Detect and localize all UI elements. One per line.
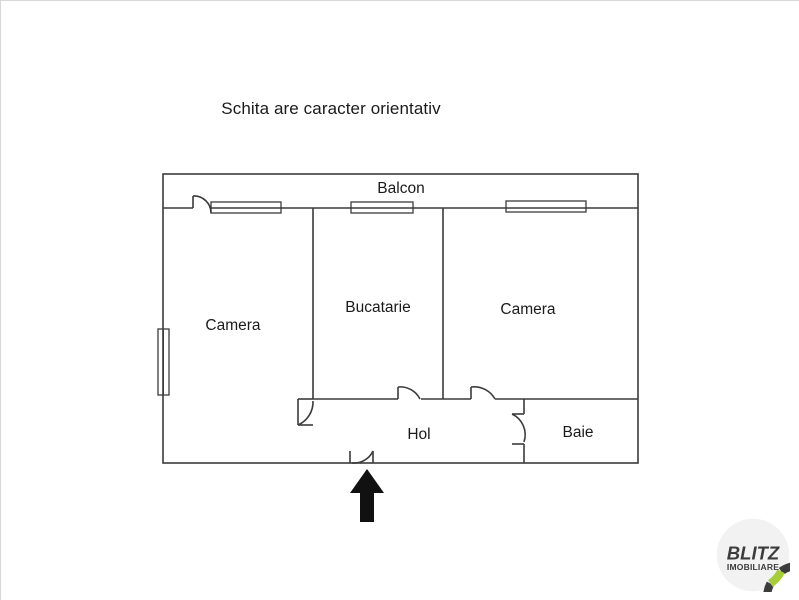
door-camera-left-swing — [192, 195, 212, 214]
logo-background — [716, 518, 790, 592]
door-bucatarie-swing — [397, 386, 421, 400]
door-entrance-swing — [351, 450, 374, 464]
building-outline — [162, 173, 639, 464]
room-label-camera-left: Camera — [205, 317, 261, 334]
entrance-arrow-icon — [350, 469, 384, 522]
logo-tagline-text: IMOBILIARE — [727, 562, 779, 572]
room-label-bucatarie: Bucatarie — [345, 299, 410, 316]
room-label-camera-right: Camera — [500, 301, 556, 318]
window-bucatarie — [350, 201, 414, 214]
logo-brand-text: BLITZ — [727, 542, 780, 563]
door-hol-west-swing — [297, 400, 314, 426]
brand-logo[interactable]: BLITZ IMOBILIARE — [716, 518, 790, 592]
balcony-label: Balcon — [377, 180, 424, 197]
page-title: Schita are caracter orientativ — [221, 99, 441, 118]
door-camera-right-swing — [470, 386, 496, 400]
logo-ring-accent — [767, 569, 785, 587]
room-label-baie: Baie — [562, 424, 593, 441]
door-baie-swing — [511, 413, 526, 443]
window-camera-right — [505, 200, 587, 213]
room-label-hol: Hol — [407, 426, 430, 443]
window-west-wall — [157, 328, 170, 396]
window-camera-left — [210, 201, 282, 214]
